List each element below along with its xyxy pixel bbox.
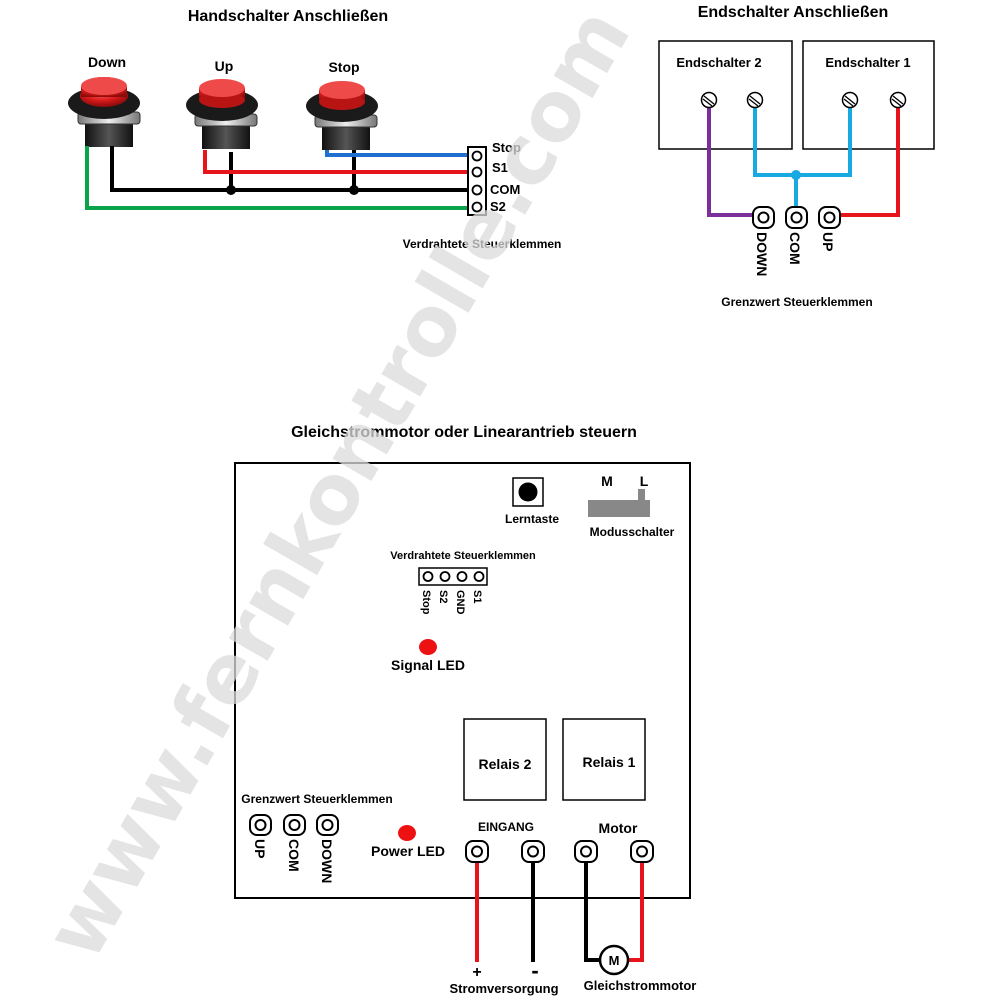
endschalter-1-box: [802, 40, 935, 150]
screw-icon: [700, 91, 718, 109]
mode-switch-label: Modusschalter: [590, 525, 675, 539]
power-led: [398, 825, 416, 841]
terminal-stop-label: Stop: [492, 140, 521, 155]
up-pushbutton-icon: [186, 79, 258, 149]
endschalter-down-label: DOWN: [754, 232, 770, 276]
board-output-wires: [475, 860, 644, 962]
screw-icon: [889, 91, 907, 109]
board-limit-caption: Grenzwert Steuerklemmen: [241, 792, 392, 806]
endschalter-2-label: Endschalter 2: [676, 55, 761, 70]
handschalter-title: Handschalter Anschließen: [188, 8, 388, 25]
board-wired-caption: Verdrahtete Steuerklemmen: [390, 550, 536, 562]
endschalter-1-label: Endschalter 1: [825, 55, 910, 70]
board-title: Gleichstrommotor oder Linearantrieb steu…: [291, 424, 637, 441]
power-led-label: Power LED: [371, 843, 445, 859]
signal-led-label: Signal LED: [391, 657, 465, 673]
limit-terminals-top: [752, 206, 841, 229]
endschalter-2-box: [658, 40, 793, 150]
board-terminal-s2: S2: [437, 590, 449, 603]
screw-terminals: [700, 91, 907, 109]
endschalter-wires: [707, 100, 900, 217]
motor-label: Motor: [599, 820, 638, 836]
screw-icon: [841, 91, 859, 109]
handschalter-wires: [85, 146, 471, 210]
dc-motor-label: Gleichstrommotor: [584, 978, 697, 993]
endschalter-caption: Grenzwert Steuerklemmen: [721, 295, 872, 309]
power-supply-label: Stromversorgung: [449, 981, 558, 996]
board-limit-down-label: DOWN: [319, 839, 335, 883]
endschalter-up-label: UP: [820, 232, 836, 251]
board-terminal-gnd: GND: [454, 590, 466, 615]
relay-1: [562, 718, 646, 801]
signal-led: [419, 639, 437, 655]
board-limit-up-label: UP: [252, 839, 268, 858]
board-limit-terminals: [249, 814, 339, 836]
endschalter-title: Endschalter Anschließen: [698, 4, 889, 21]
stop-pushbutton-icon: [306, 81, 378, 150]
board-power-motor-terminals: [465, 840, 654, 863]
up-button-label: Up: [215, 58, 234, 74]
wire-green-s2: [85, 146, 471, 210]
board-wired-terminal-strip: [418, 567, 488, 586]
dc-motor-icon: [598, 944, 630, 976]
board-section: Gleichstrommotor oder Linearantrieb steu…: [234, 424, 697, 996]
relay-2: [463, 718, 547, 801]
input-label: EINGANG: [478, 820, 534, 834]
board-limit-com-label: COM: [286, 839, 302, 872]
mode-m-label: M: [601, 473, 613, 489]
terminal-s1-label: S1: [492, 160, 508, 175]
learn-button[interactable]: [512, 477, 544, 507]
mode-l-label: L: [640, 473, 649, 489]
terminal-s2-label: S2: [490, 199, 506, 214]
learn-button-label: Lerntaste: [505, 512, 559, 526]
endschalter-section: Endschalter Anschließen Endschalter 2 En…: [658, 4, 935, 309]
board-terminal-s1: S1: [471, 590, 483, 603]
minus-label: -: [531, 958, 538, 983]
hand-terminal-caption: Verdrahtete Steuerklemmen: [403, 237, 562, 251]
down-pushbutton-icon: [68, 77, 141, 147]
screw-icon: [746, 91, 764, 109]
board-terminal-stop: Stop: [420, 590, 432, 615]
mode-switch[interactable]: [588, 489, 650, 517]
motor-symbol-label: M: [609, 953, 620, 968]
hand-terminal-strip: [467, 146, 487, 216]
down-button-label: Down: [88, 54, 126, 70]
relay-1-label: Relais 1: [583, 754, 636, 770]
terminal-com-label: COM: [490, 182, 520, 197]
plus-label: +: [472, 964, 481, 981]
endschalter-com-label: COM: [787, 232, 803, 265]
relay-2-label: Relais 2: [479, 756, 532, 772]
stop-button-label: Stop: [328, 59, 359, 75]
handschalter-section: Handschalter Anschließen Down Up Stop: [68, 8, 561, 251]
controller-board: [234, 462, 691, 899]
